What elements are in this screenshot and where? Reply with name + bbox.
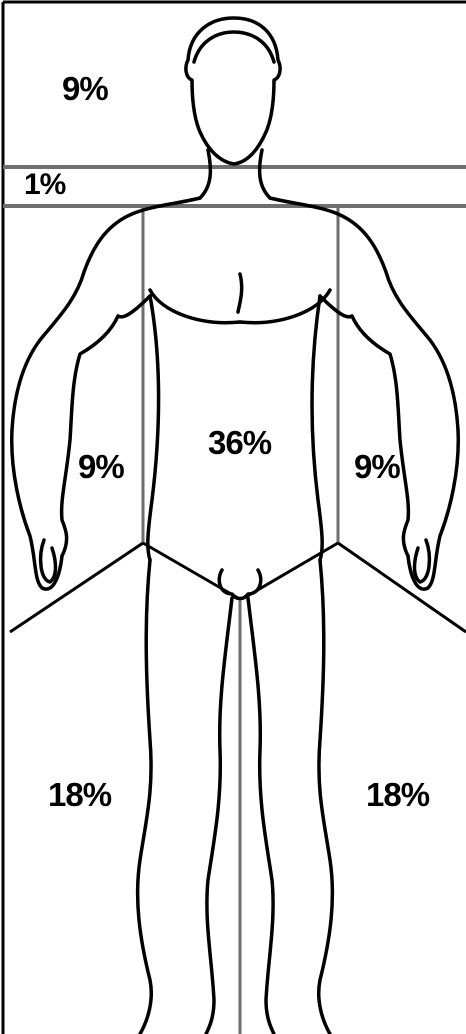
left-hand [41,540,56,582]
neck-percentage: 1% [24,170,65,200]
right-arm-percentage: 9% [354,450,400,483]
diagonal-dividers [10,543,466,632]
left-arm-percentage: 9% [78,450,124,483]
head-percentage: 9% [62,72,108,105]
sternum [238,274,242,312]
right-shoulder-arm [270,198,458,589]
left-inner-arm [62,296,150,556]
left-leg-inner [206,598,232,1034]
right-hand-diagonal [338,543,466,632]
torso-right [312,296,322,560]
torso-left [148,296,159,560]
horizontal-dividers [3,167,466,206]
groin [219,570,261,599]
chest-left [150,290,240,323]
right-leg-outer [319,560,333,1034]
left-leg-percentage: 18% [48,778,111,811]
neck-left [200,150,210,198]
frame [3,2,466,1034]
right-inner-arm [320,296,408,556]
left-hand-diagonal [10,543,143,632]
head-outline [186,18,280,164]
right-leg-inner [248,598,274,1034]
hair-line [194,32,274,62]
left-leg-outer [138,560,152,1034]
vertical-dividers [143,206,338,1034]
left-shoulder-arm [12,198,200,589]
right-hand [415,540,430,582]
trunk-percentage: 36% [208,426,271,459]
neck-right [260,150,270,198]
body-outline [12,18,459,1034]
right-leg-percentage: 18% [366,778,429,811]
